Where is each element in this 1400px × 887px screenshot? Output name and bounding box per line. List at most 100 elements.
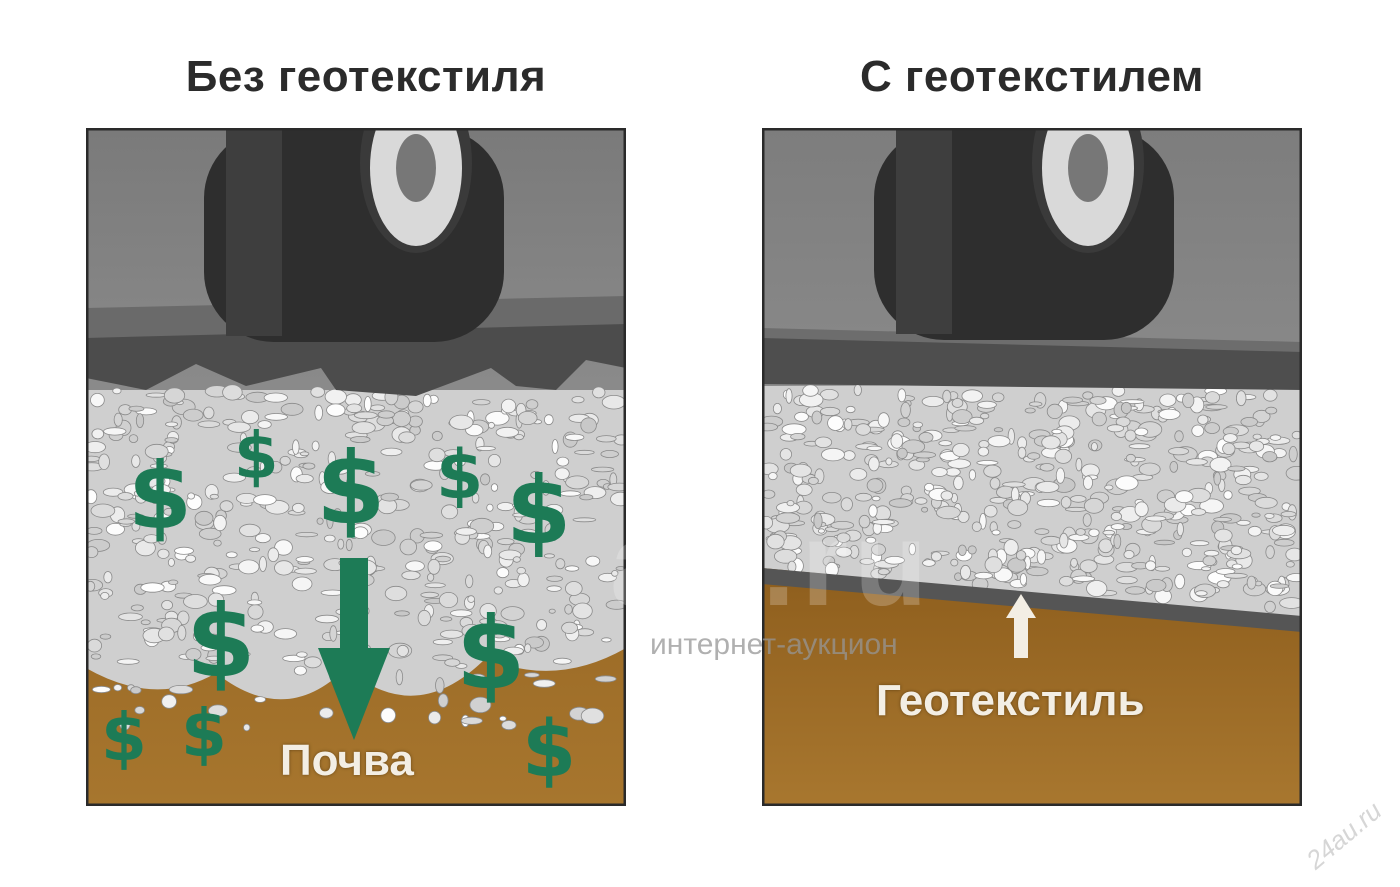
pebble [1029, 401, 1043, 407]
pebble [1154, 565, 1171, 572]
pebble [984, 556, 1003, 574]
pebble [516, 567, 526, 575]
pebble [1191, 424, 1205, 437]
pebble [86, 527, 103, 535]
pebble [945, 467, 961, 477]
pebble [552, 657, 572, 665]
pebble [991, 392, 1005, 403]
pebble [550, 526, 558, 542]
pebble [794, 411, 809, 422]
pebble [1064, 506, 1088, 512]
pebble [320, 480, 341, 494]
pebble [974, 571, 993, 580]
pebble [469, 696, 492, 714]
pebble [291, 576, 313, 592]
pebble [564, 581, 583, 596]
pebble [91, 428, 105, 440]
pebble [811, 410, 823, 425]
pebble [1288, 445, 1298, 463]
pebble [530, 470, 542, 480]
geotextile-layer [762, 568, 1302, 632]
pebble [610, 491, 626, 507]
pebble [100, 591, 110, 600]
pebble [506, 653, 515, 662]
pebble [559, 490, 581, 497]
pebble [556, 456, 570, 467]
pebble [99, 633, 112, 640]
pebble [437, 693, 449, 708]
pebble [1090, 442, 1098, 452]
pebble [1236, 519, 1251, 526]
pebble [607, 482, 626, 492]
pebble [1026, 566, 1049, 577]
pebble [957, 544, 967, 557]
pebble [1125, 453, 1136, 463]
pebble [461, 623, 482, 638]
pebble [483, 544, 493, 559]
pebble [762, 516, 773, 530]
pebble [968, 469, 976, 481]
pebble [888, 498, 912, 508]
pebble [269, 461, 283, 474]
pebble [1222, 442, 1236, 456]
pebble [1134, 501, 1149, 518]
pebble [292, 502, 305, 513]
pebble [98, 453, 110, 471]
pebble [1017, 446, 1027, 459]
pebble [571, 396, 585, 404]
pebble [1254, 496, 1278, 509]
pebble [227, 442, 252, 453]
pebble [469, 673, 486, 682]
pebble [248, 547, 260, 553]
pebble [762, 422, 778, 432]
pebble [1123, 549, 1135, 560]
pebble [908, 542, 916, 556]
pebble [1174, 573, 1186, 590]
pebble [1202, 555, 1217, 567]
pebble [167, 557, 175, 567]
tire-icon [874, 128, 1174, 340]
pebble [164, 437, 179, 443]
pebble [853, 384, 862, 397]
pebble [434, 555, 451, 563]
pebble [1082, 475, 1093, 490]
pebble [185, 648, 202, 661]
pebble [890, 433, 904, 449]
pebble [1286, 573, 1302, 583]
pebble [580, 707, 605, 725]
pebble [1003, 539, 1019, 556]
pebble [346, 403, 363, 414]
pebble [501, 720, 517, 731]
pebble [102, 487, 124, 497]
pebble [551, 439, 559, 454]
pebble [86, 489, 98, 505]
pebble [1263, 388, 1278, 402]
pebble [257, 420, 272, 429]
without-geotextile-panel: $ $ $ $ $ $ $ $ $ $ [86, 128, 626, 806]
pebble [337, 538, 345, 550]
pebble [303, 656, 322, 669]
pebble [1194, 590, 1208, 597]
pebble [564, 604, 573, 615]
pebble [924, 483, 935, 492]
pebble [417, 609, 431, 627]
pebble [967, 545, 977, 555]
pebble [1113, 533, 1122, 549]
pebble [1223, 572, 1248, 579]
pebble [205, 655, 224, 661]
pebble [353, 411, 378, 420]
pebble [450, 609, 473, 618]
pebble [849, 468, 868, 481]
pebble [1197, 414, 1209, 425]
pebble [117, 518, 136, 525]
pebble [295, 556, 314, 563]
pebble [866, 478, 884, 493]
pebble [835, 546, 853, 558]
pebble [449, 414, 474, 430]
pebble [438, 591, 459, 608]
pebble [465, 574, 474, 589]
pebble [352, 526, 369, 540]
pebble [1209, 457, 1232, 473]
pebble [900, 401, 911, 419]
pebble [786, 500, 795, 507]
